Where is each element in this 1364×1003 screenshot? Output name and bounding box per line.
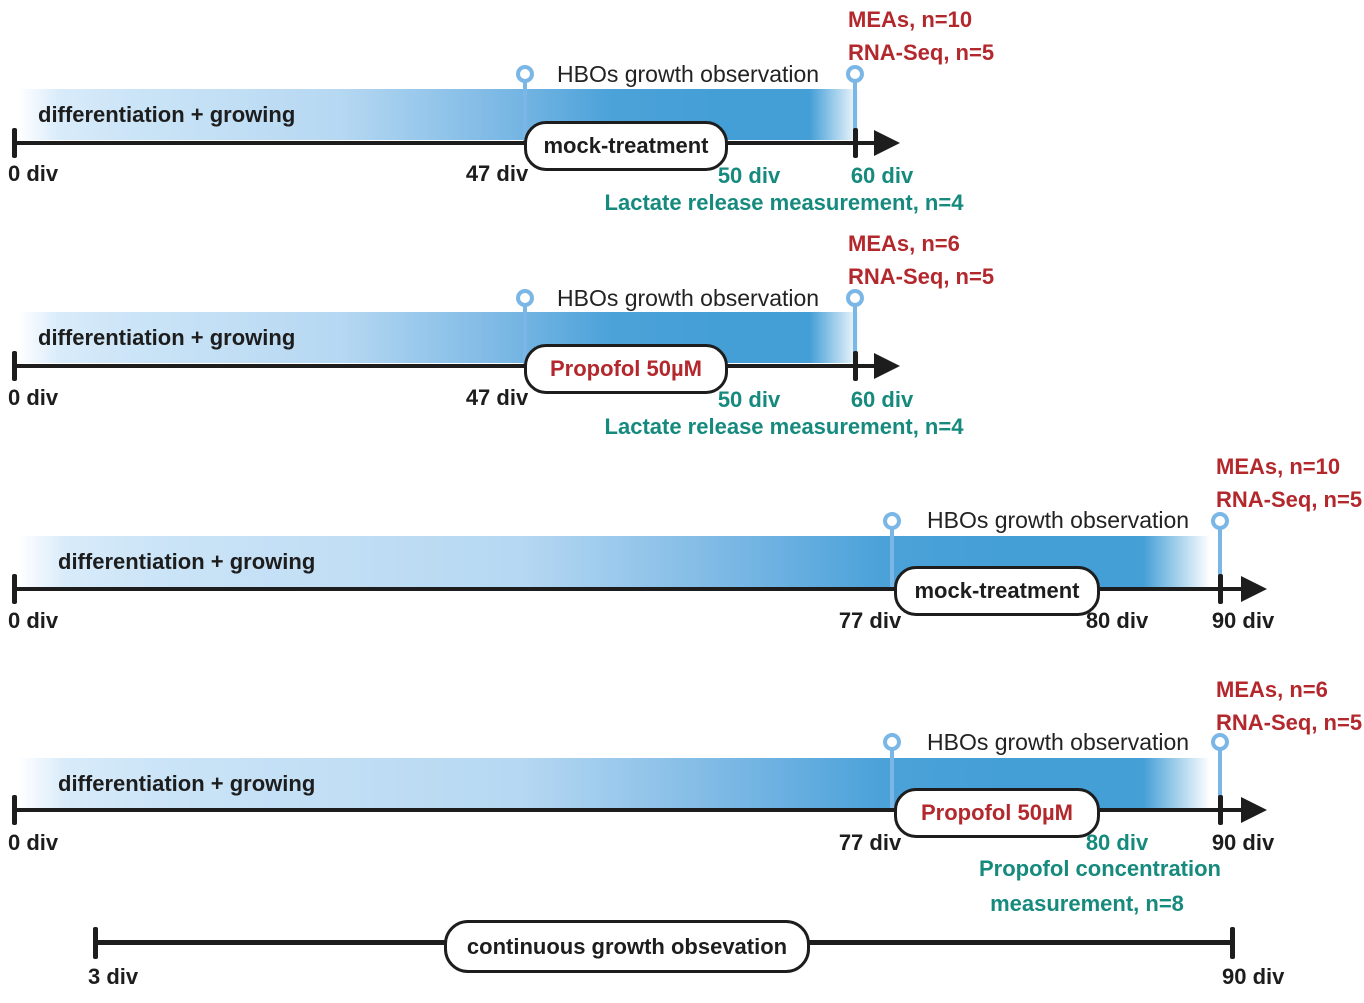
end-cap-tick [93, 927, 98, 959]
bar-label: differentiation + growing [58, 771, 316, 796]
tick-mark [1218, 795, 1223, 825]
treatment-pill: mock-treatment [894, 566, 1100, 616]
endpoint-labels: MEAs, n=6 RNA-Seq, n=5 [1216, 673, 1362, 739]
rnaseq-label: RNA-Seq, n=5 [1216, 710, 1363, 735]
meas-label: MEAs, n=6 [1216, 677, 1328, 702]
pin-marker-icon [883, 733, 901, 751]
arrowhead-icon [874, 130, 900, 156]
pin-stem [890, 749, 894, 808]
hbo-observation-label: HBOs growth observation [557, 61, 820, 87]
measurement-note: Lactate release measurement, n=4 [604, 414, 964, 439]
div-label: 60 div [850, 387, 914, 412]
hbo-observation-label: HBOs growth observation [557, 285, 820, 311]
pin-stem [853, 305, 857, 364]
hbo-observation-label: HBOs growth observation [927, 729, 1190, 755]
div-label: 50 div [717, 387, 781, 412]
tick-mark [12, 795, 17, 825]
pin-marker-icon [516, 289, 534, 307]
footer-pill: continuous growth obsevation [444, 920, 810, 973]
pin-marker-icon [846, 289, 864, 307]
div-label: 80 div [1085, 830, 1149, 855]
pin-stem [1218, 528, 1222, 587]
pin-stem [853, 81, 857, 141]
div-label: 0 div [8, 161, 59, 186]
div-label: 77 div [838, 608, 902, 633]
div-label: 90 div [1211, 830, 1275, 855]
endpoint-labels: MEAs, n=6 RNA-Seq, n=5 [848, 227, 994, 293]
pin-stem [523, 81, 527, 141]
pin-marker-icon [1211, 733, 1229, 751]
endpoint-labels: MEAs, n=10 RNA-Seq, n=5 [1216, 450, 1362, 516]
div-label: 47 div [465, 385, 529, 410]
div-label: 77 div [838, 830, 902, 855]
pin-marker-icon [883, 512, 901, 530]
div-label: 60 div [850, 163, 914, 188]
timeline-axis [14, 364, 876, 368]
timeline-axis [14, 141, 876, 145]
div-label: 90 div [1222, 964, 1285, 989]
tick-mark [853, 128, 858, 158]
treatment-pill: mock-treatment [524, 121, 728, 171]
div-label: 0 div [8, 385, 59, 410]
pin-marker-icon [516, 65, 534, 83]
div-label: 47 div [465, 161, 529, 186]
pin-marker-icon [1211, 512, 1229, 530]
bar-label: differentiation + growing [58, 549, 316, 574]
div-label: 80 div [1085, 608, 1149, 633]
rnaseq-label: RNA-Seq, n=5 [848, 40, 995, 65]
arrowhead-icon [874, 353, 900, 379]
pin-stem [523, 305, 527, 364]
growth-gradient-bar: differentiation + growing [18, 312, 865, 363]
meas-label: MEAs, n=10 [1216, 454, 1341, 479]
rnaseq-label: RNA-Seq, n=5 [848, 264, 995, 289]
measurement-note: Propofol concentration [979, 856, 1221, 881]
measurement-note: Lactate release measurement, n=4 [604, 190, 964, 215]
div-label: 0 div [8, 608, 59, 633]
pin-stem [890, 528, 894, 587]
div-label: 50 div [717, 163, 781, 188]
pin-marker-icon [846, 65, 864, 83]
bar-label: differentiation + growing [38, 101, 296, 127]
end-cap-tick [1230, 927, 1235, 959]
meas-label: MEAs, n=10 [848, 7, 973, 32]
timeline-axis [14, 587, 1243, 591]
div-label: 90 div [1211, 608, 1275, 633]
tick-mark [12, 574, 17, 604]
meas-label: MEAs, n=6 [848, 231, 960, 256]
tick-mark [12, 128, 17, 158]
treatment-pill: Propofol 50µM [524, 344, 728, 394]
tick-mark [12, 351, 17, 381]
arrowhead-icon [1241, 576, 1267, 602]
hbo-observation-label: HBOs growth observation [927, 507, 1190, 533]
arrowhead-icon [1241, 797, 1267, 823]
bar-label: differentiation + growing [38, 324, 296, 350]
treatment-pill: Propofol 50µM [894, 788, 1100, 838]
endpoint-labels: MEAs, n=10 RNA-Seq, n=5 [848, 3, 994, 69]
tick-mark [1218, 574, 1223, 604]
div-label: 0 div [8, 830, 59, 855]
growth-gradient-bar: differentiation + growing [18, 89, 865, 140]
tick-mark [853, 351, 858, 381]
rnaseq-label: RNA-Seq, n=5 [1216, 487, 1363, 512]
measurement-note: measurement, n=8 [990, 891, 1184, 916]
pin-stem [1218, 749, 1222, 808]
timeline-axis [14, 808, 1243, 812]
div-label: 3 div [88, 964, 139, 989]
